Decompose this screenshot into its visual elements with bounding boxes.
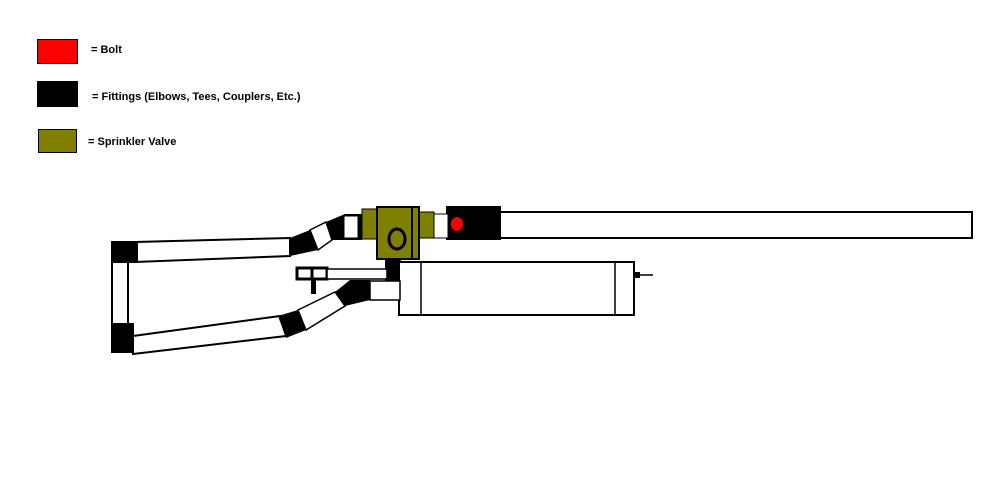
stock-lower-connector bbox=[369, 280, 401, 301]
legend-swatch-bolt bbox=[37, 39, 78, 64]
stock-upper-pipe bbox=[134, 236, 291, 264]
barrel-pipe bbox=[497, 211, 973, 239]
legend-swatch-fittings bbox=[37, 81, 78, 107]
legend-label-sprinkler-valve: = Sprinkler Valve bbox=[88, 136, 177, 148]
stock-lower-fitting-1 bbox=[278, 310, 306, 338]
stock-upper-connector bbox=[343, 215, 359, 239]
schrader-valve bbox=[634, 272, 640, 278]
air-chamber bbox=[398, 261, 635, 316]
stock-lower-pipe bbox=[132, 314, 288, 356]
stock-upper-fitting-1 bbox=[290, 230, 318, 256]
trigger bbox=[311, 278, 316, 294]
bolt bbox=[451, 217, 463, 231]
legend-swatch-sprinkler-valve bbox=[38, 129, 77, 153]
stock-butt-elbow-bottom bbox=[111, 323, 134, 353]
trigger-wire-pipe bbox=[326, 268, 388, 280]
legend-label-fittings: = Fittings (Elbows, Tees, Couplers, Etc.… bbox=[92, 91, 301, 103]
valve-tee-fitting bbox=[385, 259, 401, 281]
valve-outlet-stub bbox=[417, 211, 435, 239]
stock-butt-pipe bbox=[111, 261, 129, 325]
valve-inlet-stub bbox=[361, 208, 379, 240]
stock-butt-elbow-top bbox=[111, 241, 138, 263]
stock-lower-fitting-2 bbox=[335, 280, 370, 306]
valve-solenoid-ring bbox=[387, 227, 407, 251]
stock-lower-angled-pipe bbox=[297, 291, 347, 332]
legend-label-bolt: = Bolt bbox=[91, 44, 122, 56]
